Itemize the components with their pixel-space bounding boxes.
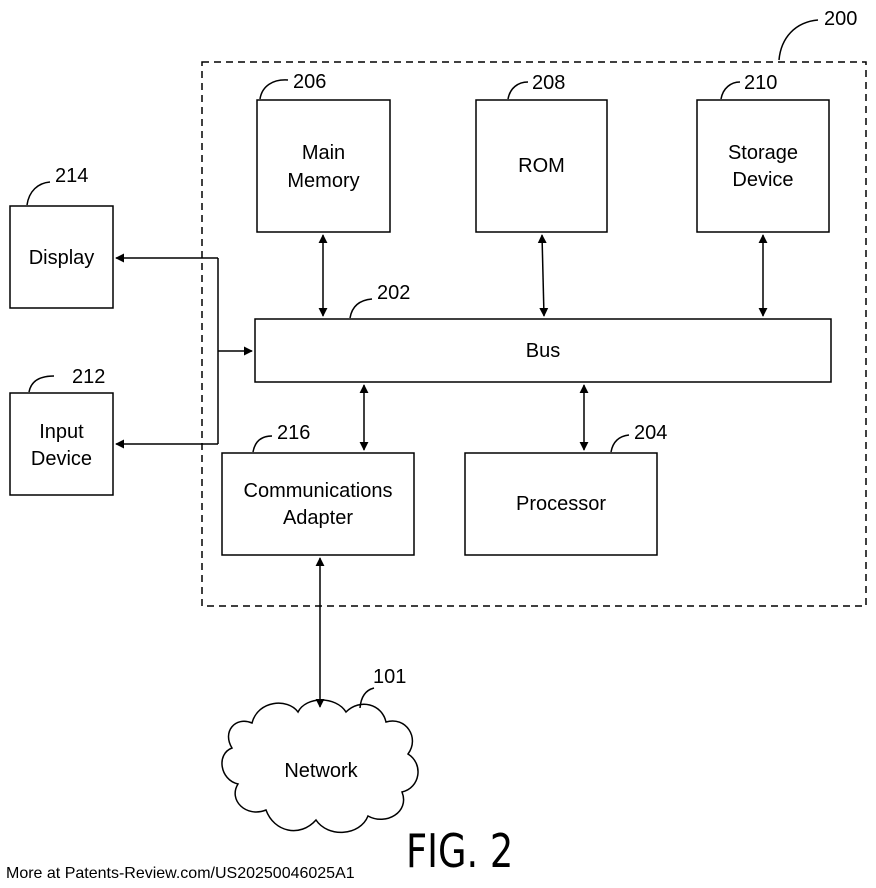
input-device-ref-leader: [29, 376, 54, 392]
main-memory-label: Memory: [287, 170, 359, 192]
storage-device-block: [697, 100, 829, 232]
system-ref-leader: [779, 20, 818, 60]
storage-device-ref-leader: [721, 82, 740, 99]
input-device-ref-number: 212: [72, 366, 105, 388]
rom-ref-leader: [508, 82, 528, 99]
input-device-block: [10, 393, 113, 495]
bus-ref-number: 202: [377, 282, 410, 304]
network-ref-number: 101: [373, 666, 406, 688]
source-footer-text: More at Patents-Review.com/US20250046025…: [6, 865, 355, 882]
network-label: Network: [284, 760, 358, 782]
processor-label: Processor: [516, 493, 606, 515]
communications-adapter-label: Communications: [244, 480, 393, 502]
main-memory-ref-number: 206: [293, 71, 326, 93]
rom-label: ROM: [518, 155, 565, 177]
storage-device-ref-number: 210: [744, 72, 777, 94]
storage-device-label: Storage: [728, 142, 798, 164]
main-memory-label: Main: [302, 142, 345, 164]
main-memory-ref-leader: [260, 80, 288, 99]
main-memory-block: [257, 100, 390, 232]
display-ref-leader: [27, 182, 50, 205]
rom-ref-number: 208: [532, 72, 565, 94]
system-ref-number: 200: [824, 8, 857, 30]
display-label: Display: [29, 247, 95, 269]
processor-ref-leader: [611, 435, 629, 452]
communications-adapter-label: Adapter: [283, 507, 353, 529]
processor-ref-number: 204: [634, 422, 667, 444]
figure-label: FIG. 2: [406, 824, 513, 878]
input-device-label: Device: [31, 448, 92, 470]
input-device-label: Input: [39, 421, 84, 443]
storage-device-label: Device: [732, 169, 793, 191]
communications-adapter-ref-leader: [253, 436, 272, 452]
bus-ref-leader: [350, 299, 372, 318]
communications-adapter-block: [222, 453, 414, 555]
bus-label: Bus: [526, 340, 560, 362]
communications-adapter-ref-number: 216: [277, 422, 310, 444]
display-ref-number: 214: [55, 165, 88, 187]
rom-bus-connector: [542, 235, 544, 316]
